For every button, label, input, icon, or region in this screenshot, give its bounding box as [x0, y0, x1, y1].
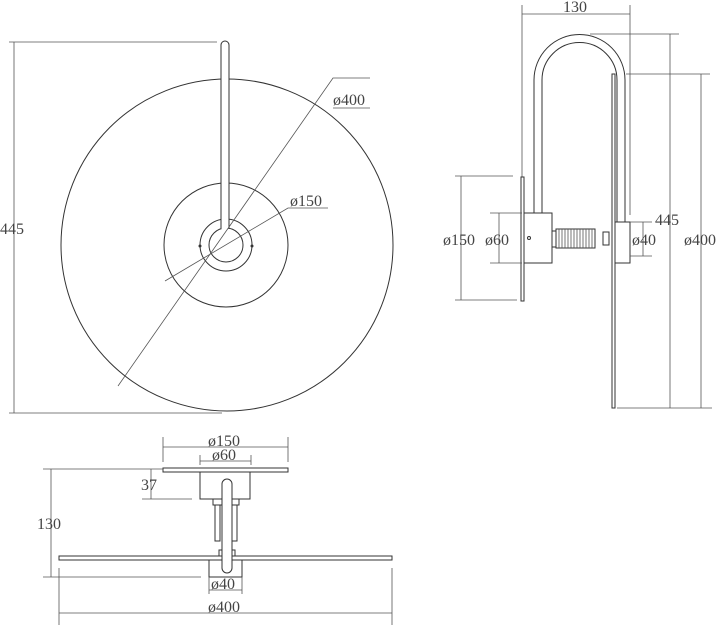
plate-diameter-label: ø150	[443, 232, 475, 249]
nut	[551, 230, 557, 248]
arm-tube-inner	[541, 42, 618, 222]
shade-diameter-leader	[117, 77, 370, 387]
front-view: 445 ø400 ø150	[0, 40, 394, 414]
arm-rod	[221, 478, 233, 574]
arm-tube-outer	[533, 34, 626, 222]
box-depth-label: 37	[141, 477, 157, 494]
top-view: ø150 ø60 37 130 ø40	[37, 433, 393, 625]
screw-left	[198, 244, 202, 248]
hub-diameter-label: ø40	[211, 576, 235, 593]
side-view: 130 445 ø400 ø40 ø150	[443, 0, 716, 409]
height-dimension-label: 445	[655, 212, 679, 229]
plate-diameter-leader	[164, 207, 328, 282]
height-dimension-label: 445	[0, 221, 24, 238]
box-diameter-label: ø60	[212, 447, 236, 464]
threaded-rod	[555, 228, 596, 249]
arm-rod	[220, 40, 230, 229]
wall-plate	[162, 467, 289, 473]
shade-diameter-label: ø400	[333, 92, 365, 109]
screw-right	[250, 244, 254, 248]
connector-nut	[602, 231, 610, 246]
depth-dimension-label: 130	[37, 516, 61, 533]
shade-diameter-label: ø400	[208, 599, 240, 616]
plate-diameter-label: ø150	[208, 433, 240, 450]
depth-dimension-label: 130	[563, 0, 587, 16]
plate-diameter-label: ø150	[290, 193, 322, 210]
box-diameter-label: ø60	[485, 232, 509, 249]
hub-diameter-label: ø40	[632, 232, 656, 249]
mounting-box	[523, 212, 553, 264]
hub	[614, 221, 631, 264]
shade-diameter-label: ø400	[684, 232, 716, 249]
screw	[527, 236, 531, 240]
